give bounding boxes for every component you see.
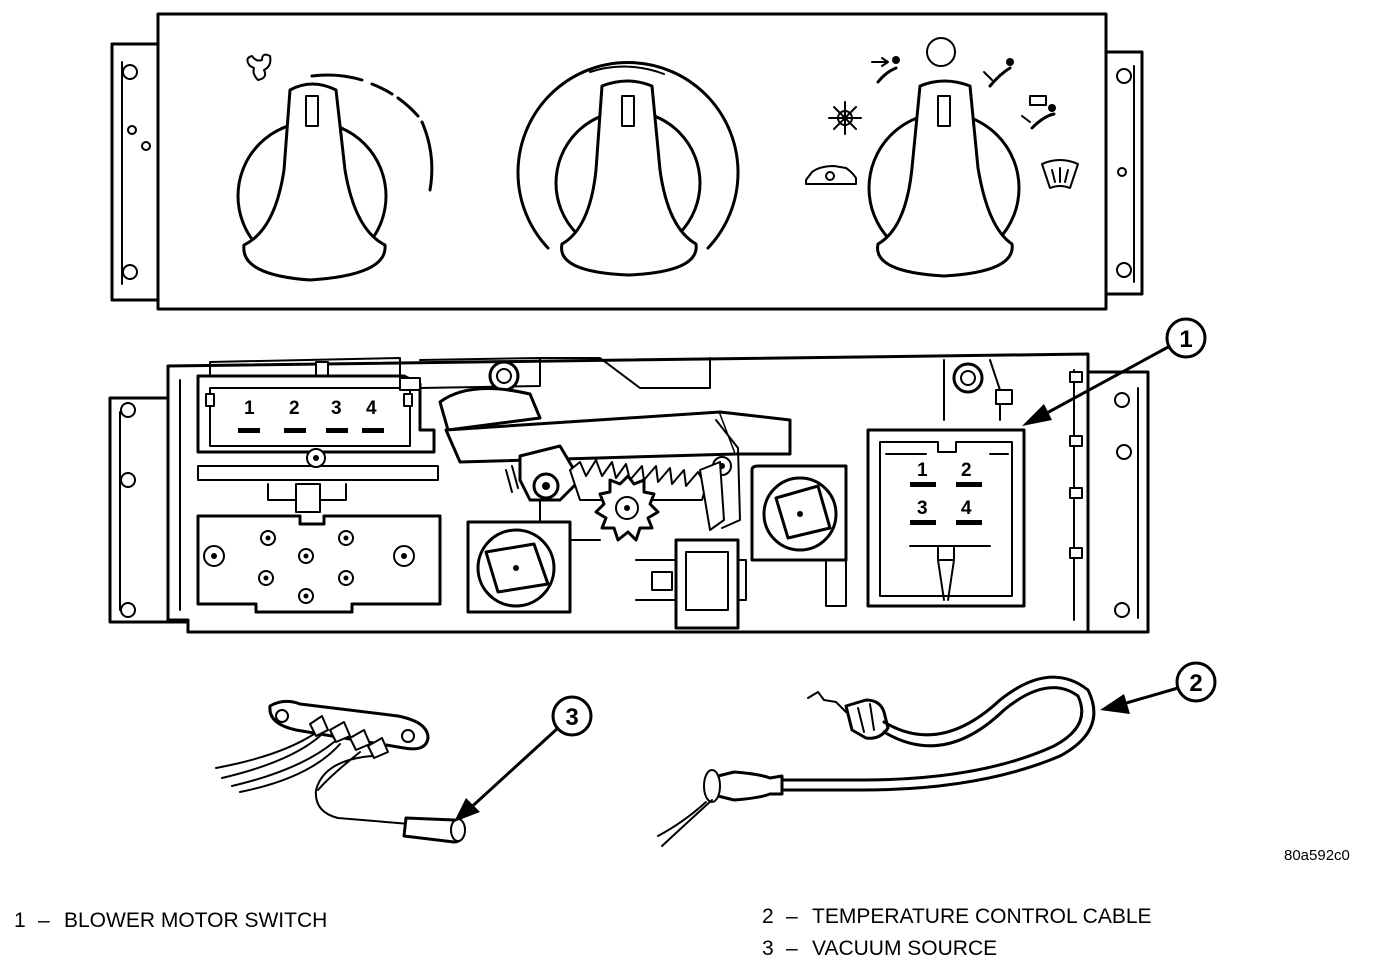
left-connector-pin-1: 1	[244, 398, 255, 419]
right-connector-pin-2: 2	[961, 460, 972, 481]
mode-control-knob	[805, 37, 1079, 278]
vacuum-harness	[215, 699, 466, 844]
housing-right-ear	[1078, 370, 1150, 634]
legend-item-1-dash: –	[38, 909, 50, 932]
floor-defrost-icon	[1021, 95, 1056, 130]
figure-code: 80a592c0	[1284, 847, 1350, 864]
right-mounting-ear	[1104, 50, 1144, 296]
temperature-lever-assembly	[438, 387, 792, 542]
fan-icon	[246, 53, 272, 81]
defrost-icon	[1041, 159, 1079, 189]
left-connector-pin-2: 2	[289, 398, 300, 419]
right-connector-pin-4: 4	[961, 498, 972, 519]
recirculate-car-icon	[805, 165, 857, 185]
blower-motor-switch-connector: 1 2 3 4	[866, 359, 1026, 608]
bi-level-icon	[983, 58, 1014, 88]
legend: 1 – BLOWER MOTOR SWITCH 2 – TEMPERATURE …	[14, 905, 1152, 960]
callout-2: 2	[1100, 661, 1217, 714]
blower-control-knob	[236, 53, 434, 282]
callout-3: 3	[454, 695, 593, 822]
housing-left-ear	[108, 396, 190, 624]
left-rotary-valve	[466, 520, 572, 614]
legend-item-2-number: 2	[762, 905, 774, 928]
temperature-control-knob	[516, 61, 740, 277]
callout-1-number: 1	[1179, 326, 1192, 353]
right-connector-pin-1: 1	[917, 460, 928, 481]
right-connector-pin-3: 3	[917, 498, 928, 519]
center-connector	[635, 538, 747, 630]
legend-item-1-number: 1	[14, 909, 26, 932]
legend-item-1-label: BLOWER MOTOR SWITCH	[64, 909, 327, 932]
panel-vent-icon	[871, 56, 900, 84]
legend-item-2-dash: –	[786, 905, 798, 928]
vacuum-harness-plate	[268, 699, 430, 751]
legend-item-3-dash: –	[786, 937, 798, 960]
legend-item-3-number: 3	[762, 937, 774, 960]
right-rotary-valve	[750, 464, 848, 607]
left-connector-pin-4: 4	[366, 398, 377, 419]
left-connector-pin-3: 3	[331, 398, 342, 419]
temperature-control-cable	[657, 675, 1096, 847]
callout-3-number: 3	[565, 704, 578, 731]
ac-snowflake-icon	[828, 101, 862, 135]
left-mounting-ear	[110, 42, 160, 302]
callout-1: 1	[1022, 317, 1207, 426]
callout-2-number: 2	[1189, 670, 1202, 697]
left-connector-housing: 1 2 3 4	[196, 374, 436, 454]
legend-item-3-label: VACUUM SOURCE	[812, 937, 997, 960]
legend-item-2-label: TEMPERATURE CONTROL CABLE	[812, 905, 1152, 928]
control-face-plate	[110, 12, 1144, 311]
blower-switch-body	[196, 514, 442, 614]
control-housing-rear: 1 2 3 4	[108, 352, 1150, 634]
